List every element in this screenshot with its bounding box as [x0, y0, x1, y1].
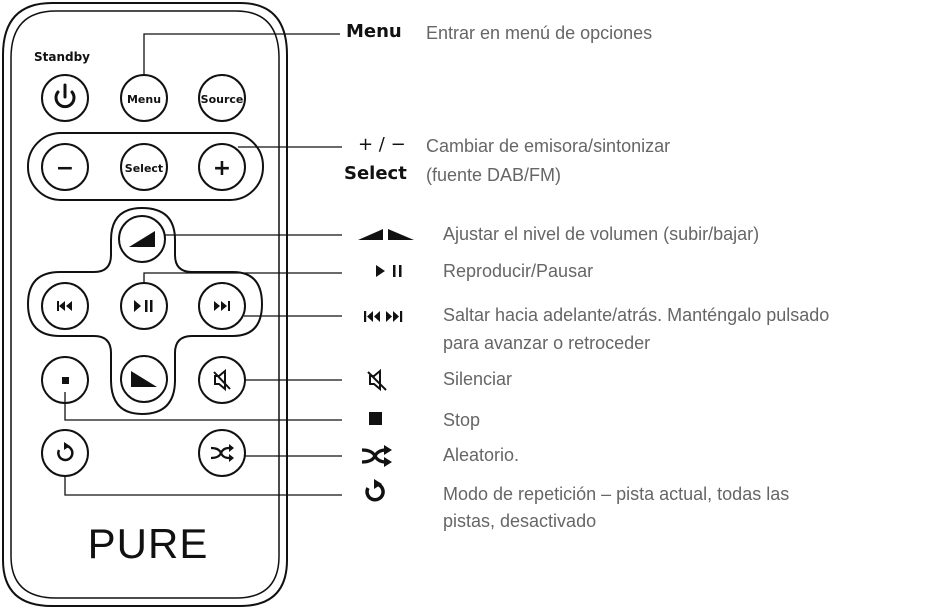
legend-menu-key: Menu: [346, 21, 402, 42]
legend-repeat-desc-1: Modo de repetición – pista actual, todas…: [443, 484, 790, 504]
remote-inner-body: [10, 10, 280, 599]
legend-shuffle-desc: Aleatorio.: [443, 445, 520, 465]
legend-skip-desc-1: Saltar hacia adelante/atrás. Manténgalo …: [443, 305, 830, 325]
shuffle-icon: [210, 444, 234, 462]
source-button[interactable]: Source: [198, 74, 246, 122]
legend-volume-desc: Ajustar el nivel de volumen (subir/bajar…: [443, 224, 760, 244]
legend-repeat-desc-2: pistas, desactivado: [443, 511, 597, 531]
legend-shuffle-icon: [361, 445, 392, 467]
shuffle-button[interactable]: [198, 429, 246, 477]
volume-up-icon: [129, 231, 155, 247]
pure-logo: PURE: [88, 520, 209, 567]
tune-button-group: [27, 132, 264, 201]
previous-icon: [57, 301, 72, 311]
play-pause-button[interactable]: [120, 282, 168, 330]
leader-repeat: [64, 476, 342, 496]
leader-lines: [64, 33, 342, 496]
repeat-button[interactable]: [41, 429, 89, 477]
legend-mute-icon: [367, 368, 387, 392]
legend-tune-key-select: Select: [344, 163, 407, 184]
plus-button[interactable]: +: [198, 143, 246, 191]
legend-mute-desc: Silenciar: [443, 369, 513, 389]
legend-stop-desc: Stop: [443, 410, 481, 430]
legend-menu-desc: Entrar en menú de opciones: [426, 23, 653, 43]
standby-button[interactable]: [41, 74, 89, 122]
legend-play-pause-icon: [376, 265, 402, 277]
select-button-label: Select: [125, 162, 163, 175]
legend-play-desc: Reproducir/Pausar: [443, 261, 594, 281]
legend-skip-icon: [364, 311, 403, 322]
minus-button[interactable]: −: [41, 143, 89, 191]
source-button-label: Source: [201, 93, 244, 106]
legend-tune-desc-2: (fuente DAB/FM): [426, 165, 562, 185]
repeat-icon: [57, 442, 74, 462]
previous-button[interactable]: [41, 282, 89, 330]
menu-button-label: Menu: [127, 93, 161, 106]
play-pause-icon: [134, 300, 153, 312]
leader-stop: [64, 392, 342, 421]
stop-icon: [62, 377, 69, 384]
minus-icon: −: [56, 156, 74, 181]
leader-menu: [143, 33, 340, 76]
legend-skip-desc-2: para avanzar o retroceder: [443, 333, 651, 353]
volume-up-button[interactable]: [118, 215, 166, 263]
legend-tune-desc-1: Cambiar de emisora/sintonizar: [426, 136, 671, 156]
leader-play: [143, 272, 342, 284]
power-icon: [54, 83, 76, 109]
next-button[interactable]: [198, 282, 246, 330]
legend-repeat-icon: [365, 479, 385, 502]
mute-icon: [213, 368, 231, 392]
next-icon: [214, 301, 230, 311]
legend-stop-icon: [369, 412, 382, 425]
remote-outer-body: [1, 2, 288, 607]
standby-label: Standby: [34, 50, 90, 64]
legend-tune-key-plusminus: + / −: [358, 134, 406, 155]
volume-down-icon: [131, 371, 157, 387]
plus-icon: +: [213, 156, 231, 181]
mute-button[interactable]: [198, 356, 246, 404]
select-button[interactable]: Select: [120, 143, 168, 191]
legend-volume-icon: [358, 229, 414, 240]
transport-button-group: [26, 206, 264, 416]
volume-down-button[interactable]: [120, 355, 168, 403]
menu-button[interactable]: Menu: [120, 74, 168, 122]
